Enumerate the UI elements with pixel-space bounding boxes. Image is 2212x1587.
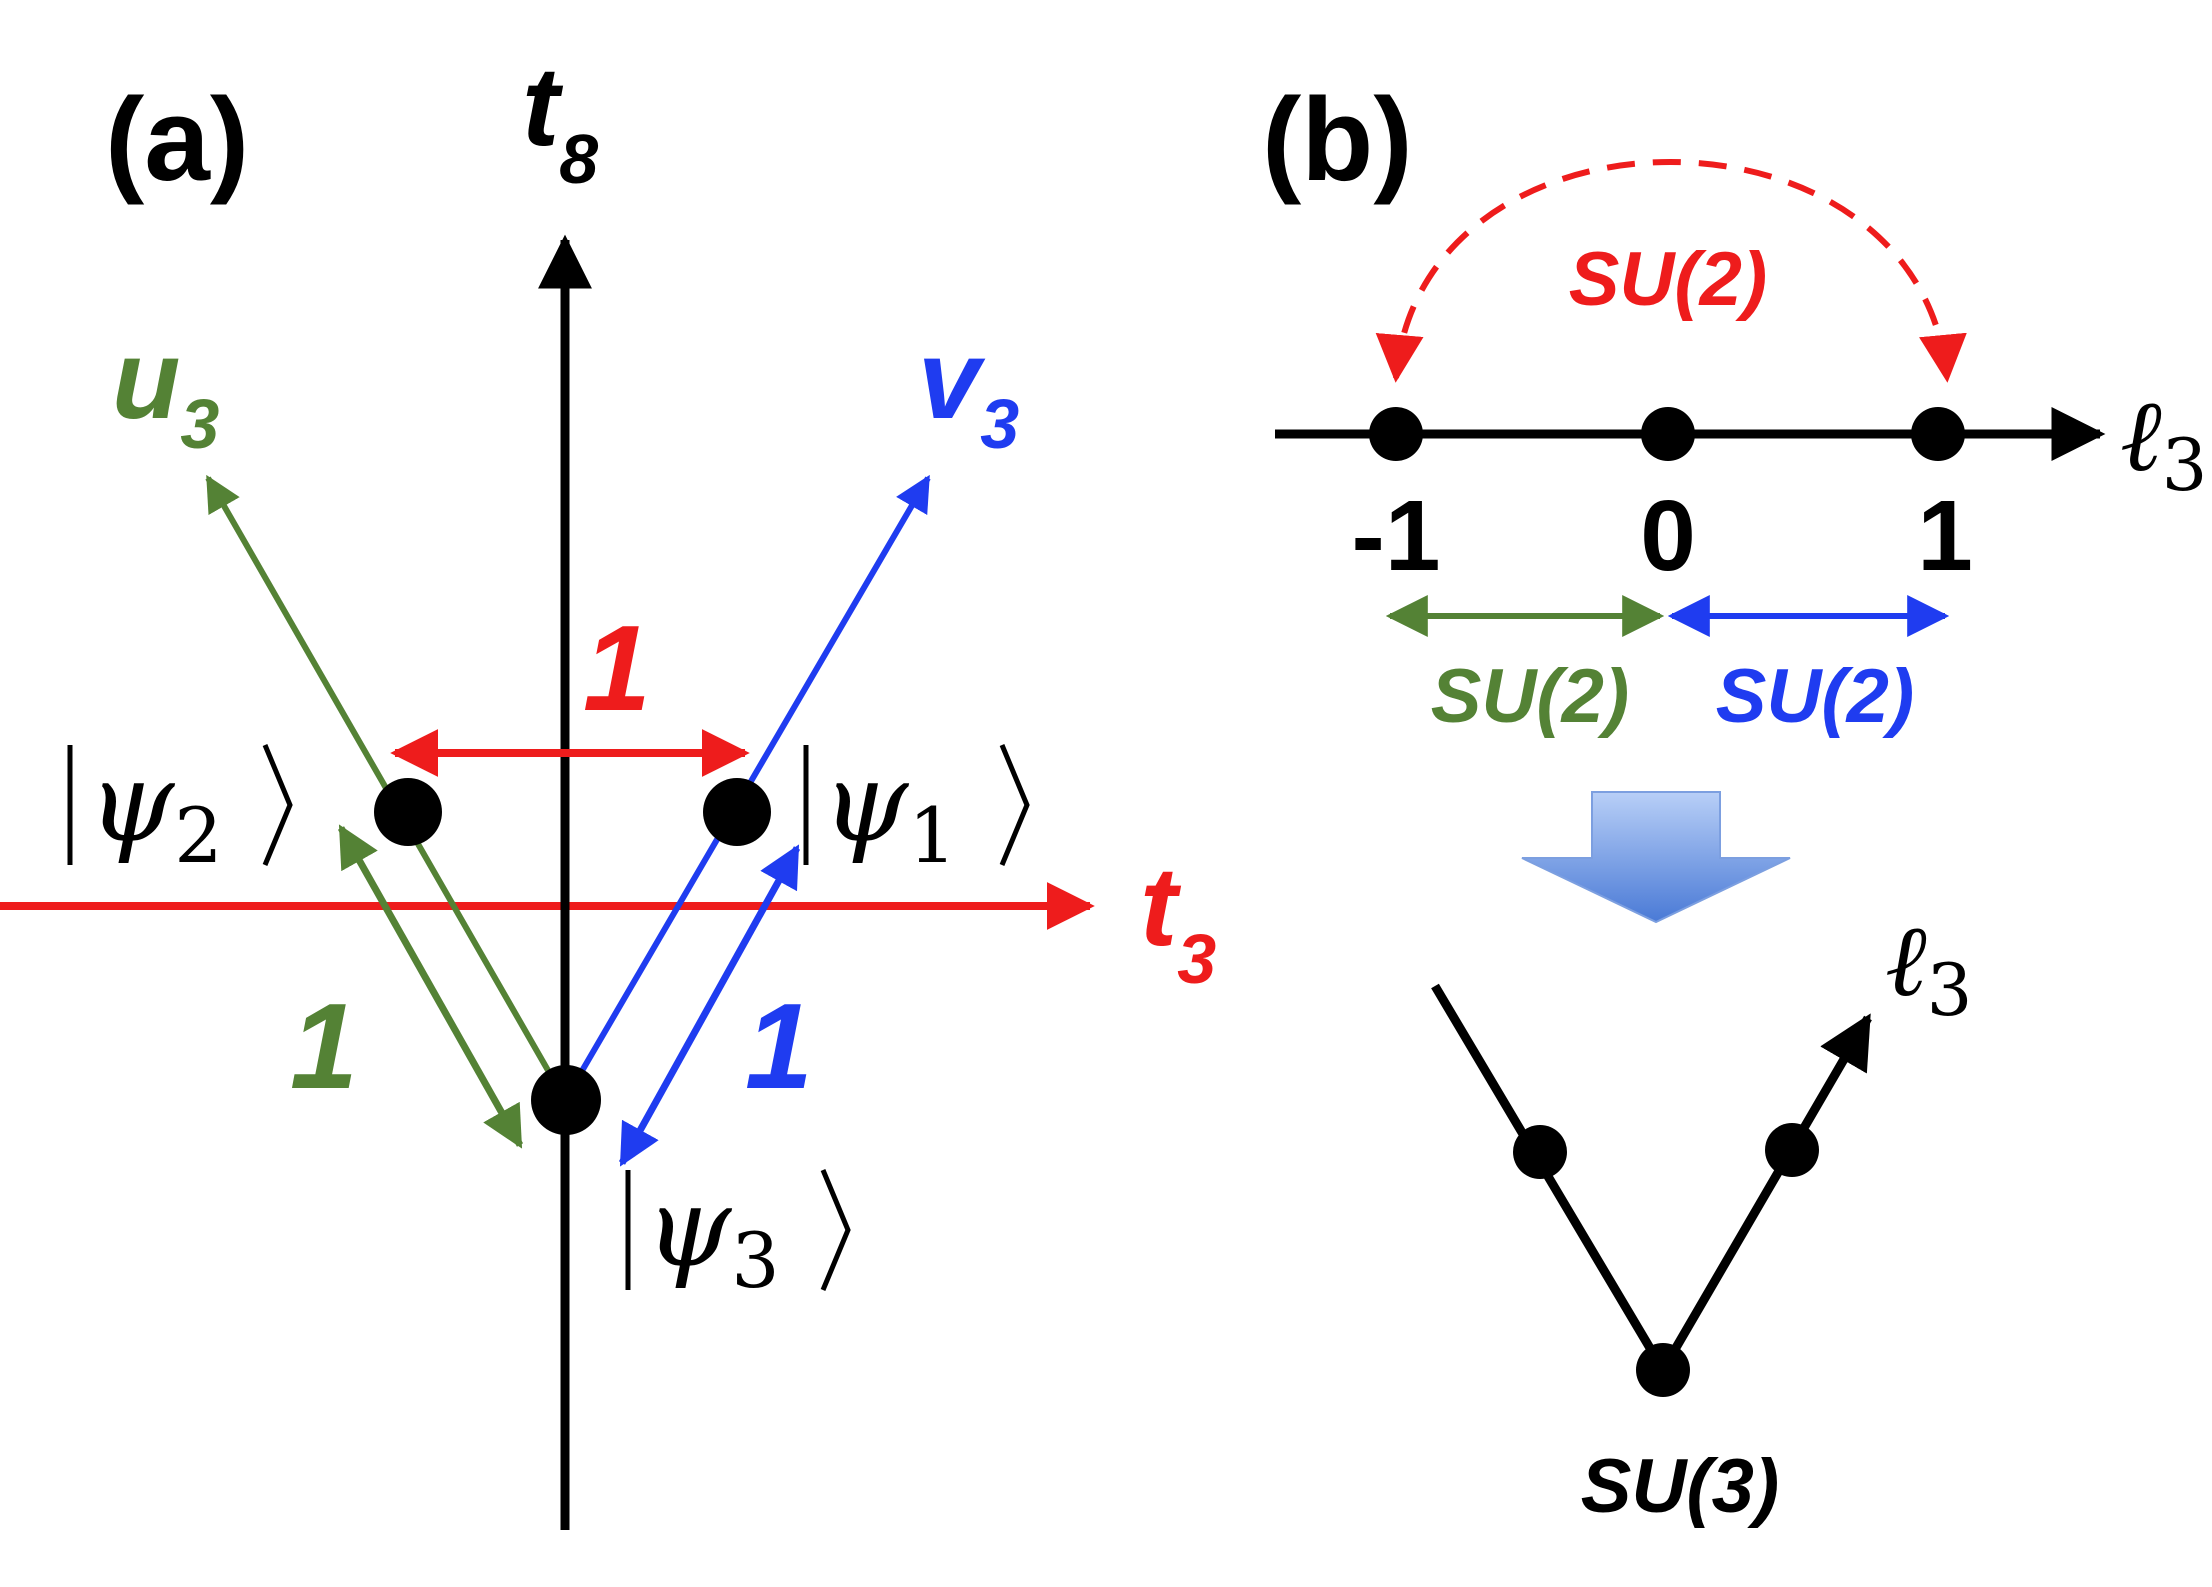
l3-dot-1 (1911, 407, 1965, 461)
blue-distance-label: 1 (745, 978, 813, 1114)
psi2-dot (374, 778, 442, 846)
panel-a-label: (a) (105, 74, 249, 206)
red-su2-arc (1375, 159, 1967, 383)
tick-0: 0 (1640, 480, 1696, 592)
blue-distance-arrow (618, 844, 801, 1167)
svg-text:ψ2: ψ2 (88, 738, 223, 880)
svg-text:ψ1: ψ1 (822, 738, 957, 880)
l3-dot-minus1 (1369, 407, 1423, 461)
panel-b-label: (b) (1262, 74, 1413, 206)
tick-1: 1 (1917, 480, 1973, 592)
su3-dot-left (1513, 1125, 1567, 1179)
red-distance-label: 1 (583, 600, 651, 736)
l3-axis-label: ℓ3 (2120, 377, 2207, 507)
v3-label: v3 (918, 317, 1019, 463)
panel-b: (b) SU(2) ℓ3 -1 0 1 SU(2) SU(2) ℓ3 SU(3) (1262, 74, 2207, 1529)
t3-label: t3 (1140, 844, 1216, 998)
blue-su2-label: SU(2) (1716, 654, 1914, 739)
green-distance-arrow (337, 824, 524, 1149)
su3-dot-right (1765, 1123, 1819, 1177)
psi2-ket: ψ2 (67, 738, 293, 880)
l3-bottom-axis-label: ℓ3 (1885, 902, 1972, 1032)
green-su2-label: SU(2) (1431, 654, 1629, 739)
psi3-ket: ψ3 (625, 1163, 851, 1305)
su3-dot-bottom (1636, 1343, 1690, 1397)
green-distance-label: 1 (290, 978, 358, 1114)
l3-dot-0 (1641, 407, 1695, 461)
su3-left-branch (1431, 983, 1667, 1373)
svg-text:ψ3: ψ3 (645, 1163, 780, 1305)
down-arrow-icon (1521, 791, 1791, 924)
psi1-dot (703, 778, 771, 846)
red-su2-label: SU(2) (1569, 237, 1767, 322)
u3-label: u3 (112, 317, 219, 463)
su3-right-branch (1659, 1013, 1872, 1373)
tick-minus1: -1 (1352, 480, 1441, 592)
su3-label: SU(3) (1581, 1444, 1779, 1529)
psi3-dot (531, 1065, 601, 1135)
panel-a: (a) t8 t3 u3 v3 1 1 1 (0, 44, 1216, 1530)
psi1-ket: ψ1 (803, 738, 1030, 880)
t8-label: t8 (522, 44, 598, 198)
